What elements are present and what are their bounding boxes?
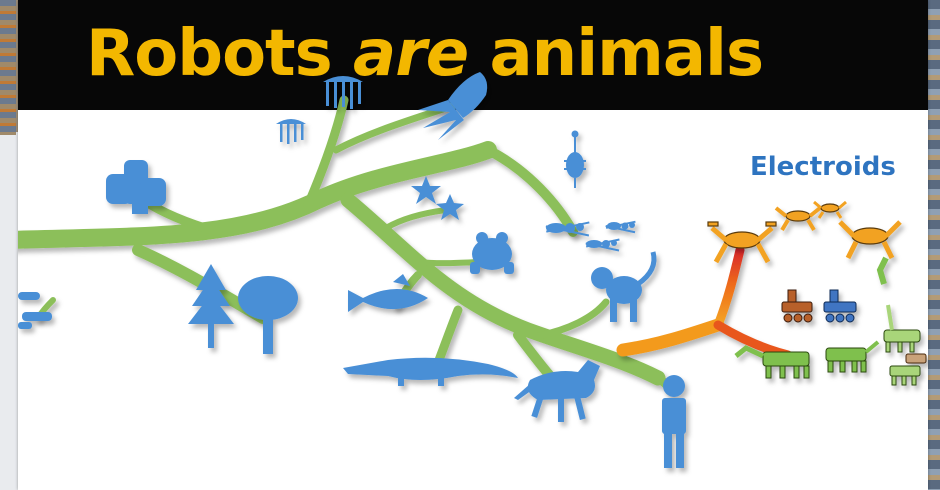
wheeled-robot-icon-5 [906, 354, 926, 363]
plankton-icon [564, 131, 586, 189]
tree-branches [18, 100, 670, 388]
organisms [18, 72, 686, 468]
wheeled-robot-icon-3 [884, 305, 920, 352]
electroids-label: Electroids [750, 152, 896, 182]
background-right-edge [928, 0, 940, 490]
branch-to-starfish [386, 210, 446, 228]
frog-icon [470, 232, 514, 274]
background-left-edge [0, 0, 16, 135]
horse-icon [514, 360, 600, 422]
trunk-branch [18, 150, 488, 240]
branch-to-monkey [538, 302, 606, 336]
jellyfish-small-icon [276, 119, 306, 144]
electroid-trunk [623, 325, 718, 350]
starfish-icon [411, 176, 441, 204]
ant-icon [546, 221, 590, 236]
quadruped-robot-icon-2 [776, 208, 820, 230]
tree-of-life-diagram [18, 0, 928, 490]
human-icon [662, 375, 686, 468]
wheeled-robot-icon [736, 348, 809, 378]
jellyfish-icon [323, 76, 363, 109]
branch-to-ants [488, 150, 573, 232]
rover-robot-icon-2 [824, 290, 856, 322]
slide: Robots are animals [18, 0, 928, 490]
electroid-robots [708, 202, 926, 385]
electroid-branches [623, 250, 788, 355]
electroid-branch-up [718, 250, 740, 325]
ant-icon-3 [605, 221, 635, 234]
rover-robot-icon [782, 290, 812, 322]
branch-to-frog [418, 262, 478, 263]
wheeled-robot-icon-4 [890, 366, 920, 385]
ant-icon-2 [586, 239, 620, 252]
robot-arm-icon [880, 258, 886, 284]
wheeled-robot-icon-2 [826, 342, 878, 372]
starfish-icon-2 [436, 194, 464, 220]
quadruped-robot-icon-4 [840, 222, 900, 258]
squid-icon [418, 72, 487, 140]
sponge-icon [106, 160, 166, 214]
crocodile-icon [343, 358, 518, 386]
